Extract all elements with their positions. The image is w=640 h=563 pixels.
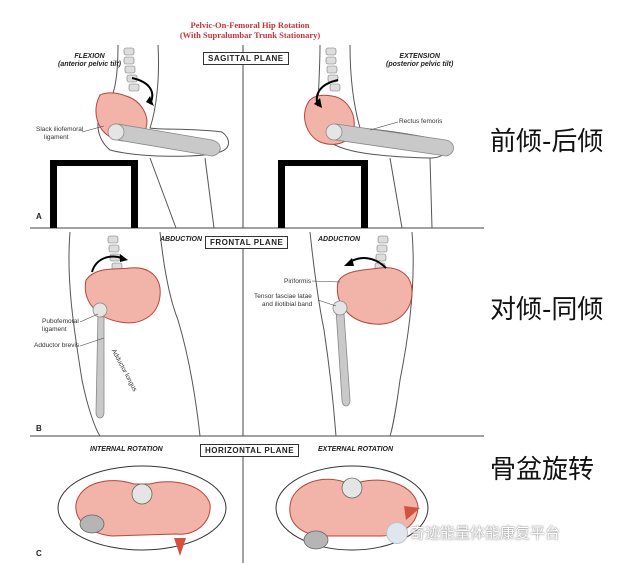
title-line-2: (With Supralumbar Trunk Stationary) [179,30,321,40]
femur-right [325,123,454,157]
panel-letter-c: C [36,549,42,558]
external-rotation-caption: EXTERNAL ROTATION [318,446,394,453]
tensor-fasciae-line-2: and iliotibial band [262,300,313,308]
internal-rotation-caption: INTERNAL ROTATION [90,446,163,453]
watermark-text: 奇迹能量体能康复平台 [410,524,561,542]
adductor-brevis-label: Adductor brevis [34,342,80,349]
frontal-plane-label: FRONTAL PLANE [205,236,289,249]
femur-left [107,123,221,157]
rotation-arrow-b-left [91,255,123,273]
pubofemoral-line-2: ligament [42,325,67,333]
rectus-femoris-label: Rectus femoris [399,118,443,125]
abduction-caption: ABDUCTION [160,236,202,243]
spine-b-left [107,235,123,271]
side-label-sagittal: 前倾-后倾 [490,127,604,157]
cross-section-left [57,465,227,556]
slack-iliofemoral-label: Slack iliofemoral ligament [36,126,83,141]
flexion-caption-line-2: (anterior pelvic tilt) [58,61,122,68]
spine-left [123,47,140,92]
side-label-horizontal: 骨盆旋转 [490,455,595,485]
panel-letter-b: B [36,424,42,433]
pubofemoral-label: Pubofemoral ligament [42,318,79,333]
figure-title: Pelvic-On-Femoral Hip Rotation (With Sup… [150,20,350,40]
pubofemoral-line-1: Pubofemoral [42,318,79,325]
piriformis-label: Piriformis [284,278,312,285]
extension-caption-line-1: EXTENSION [399,53,440,60]
extension-caption: EXTENSION (posterior pelvic tilt) [386,53,453,69]
body-b-right [309,231,414,437]
sagittal-plane-label: SAGITTAL PLANE [203,52,289,65]
body-b-left [68,231,201,437]
extension-caption-line-2: (posterior pelvic tilt) [386,61,454,68]
stool-left [50,160,138,228]
spine-right [325,47,341,92]
flexion-caption: FLEXION (anterior pelvic tilt) [58,53,121,69]
side-label-frontal: 对倾-同倾 [490,295,604,325]
title-line-1: Pelvic-On-Femoral Hip Rotation [190,20,310,30]
tensor-fasciae-label: Tensor fasciae latae and iliotibial band [254,293,312,308]
tensor-fasciae-line-1: Tensor fasciae latae [254,293,312,300]
femur-b-right [332,300,351,407]
panel-dividers [30,45,484,563]
adduction-caption: ADDUCTION [318,236,360,243]
femur-b-left [92,302,108,419]
flexion-caption-line-1: FLEXION [74,53,105,60]
slack-iliofemoral-line-1: Slack iliofemoral [36,126,84,133]
panel-letter-a: A [36,212,42,221]
horizontal-plane-label: HORIZONTAL PLANE [200,444,300,457]
slack-iliofemoral-line-2: ligament [44,133,69,141]
pelvis-b-right [336,267,413,325]
stool-right [278,160,368,228]
watermark-logo-icon [386,522,408,544]
